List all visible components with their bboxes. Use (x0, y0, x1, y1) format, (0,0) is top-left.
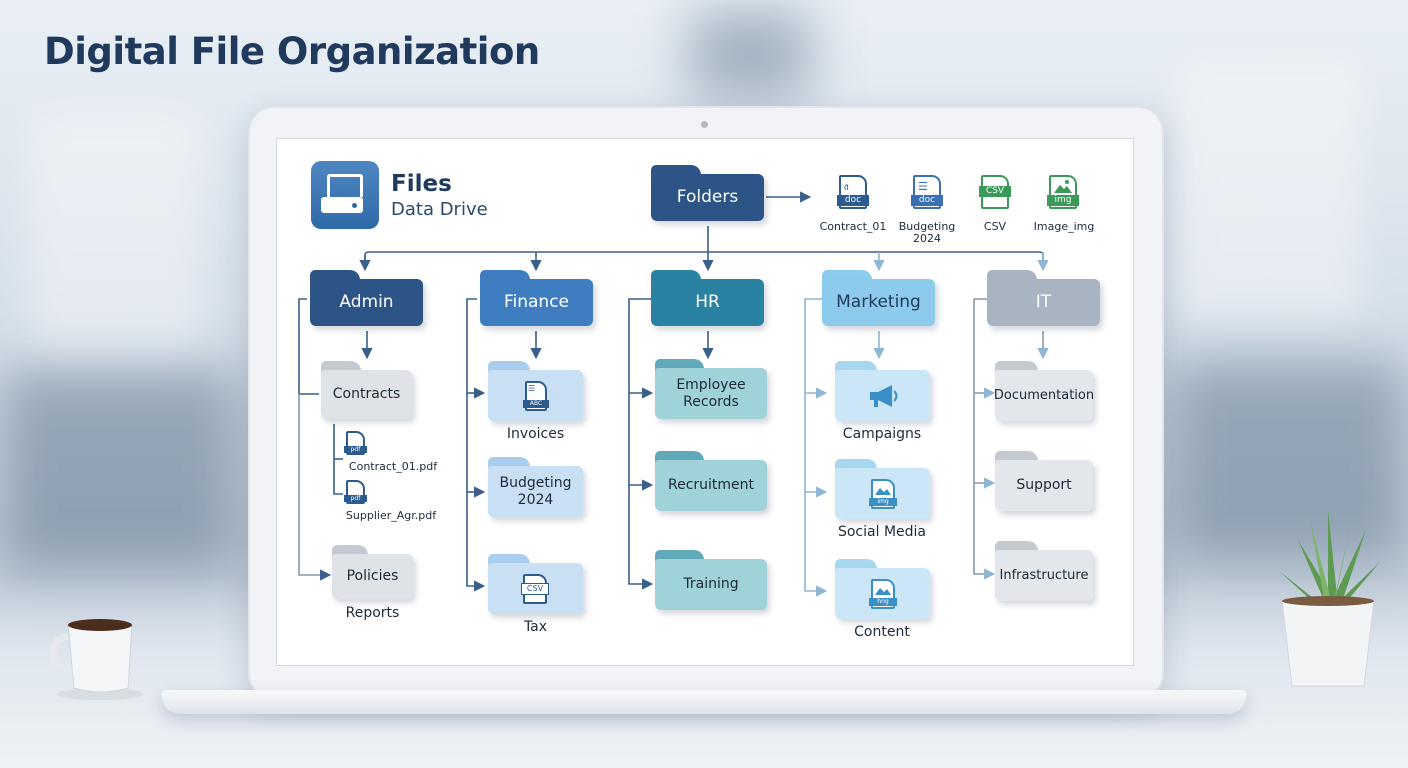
file-supplier-agr[interactable]: Supplier_Agr.pdf (345, 509, 437, 522)
root-file-label: Contract_01 (819, 220, 887, 233)
folder-campaigns[interactable] (835, 361, 930, 421)
page-title: Digital File Organization (44, 30, 540, 73)
folder-finance[interactable]: Finance (480, 270, 593, 326)
laptop-camera (701, 121, 708, 128)
laptop-base (162, 690, 1246, 714)
folder-caption: Invoices (506, 426, 565, 442)
image-file-icon: img (869, 479, 897, 509)
folder-it[interactable]: IT (987, 270, 1100, 326)
document-file-icon: ☰ABC (523, 381, 549, 411)
megaphone-icon (869, 384, 897, 407)
folder-policies[interactable]: Policies (332, 545, 413, 599)
folder-recruitment[interactable]: Recruitment (655, 451, 767, 511)
image-file-icon: hng (869, 579, 897, 609)
folder-contracts[interactable]: Contracts (321, 361, 412, 419)
folder-employee-records[interactable]: Employee Records (655, 359, 767, 419)
csv-file-icon[interactable]: CSV (979, 175, 1011, 209)
folder-infrastructure[interactable]: Infrastructure (995, 541, 1093, 601)
folder-training[interactable]: Training (655, 550, 767, 610)
drive-app-icon (311, 161, 379, 229)
hierarchy-connectors (298, 191, 1049, 597)
root-file-label: Budgeting 2024 (898, 220, 956, 245)
folder-root[interactable]: Folders (651, 165, 764, 221)
app-subtitle: Data Drive (391, 199, 488, 220)
folder-admin[interactable]: Admin (310, 270, 423, 326)
folder-caption: Campaigns (842, 426, 922, 442)
document-file-icon[interactable]: ☰doc (911, 175, 943, 209)
folder-hr[interactable]: HR (651, 270, 764, 326)
potted-plant (1278, 510, 1380, 687)
pdf-file-icon[interactable]: pdf (344, 480, 367, 504)
root-file-label: CSV (983, 220, 1007, 233)
folder-documentation[interactable]: Documentation (994, 361, 1094, 421)
pdf-file-icon[interactable]: pdf (344, 431, 367, 455)
folder-caption: Social Media (837, 524, 926, 540)
image-file-icon[interactable]: img (1047, 175, 1079, 209)
csv-file-icon: CSV (521, 574, 549, 604)
folder-caption: Reports (345, 605, 400, 621)
coffee-mug (49, 619, 142, 700)
folder-root-label: Folders (676, 187, 739, 207)
folder-marketing[interactable]: Marketing (822, 270, 935, 326)
app-title: Files (391, 171, 452, 197)
folder-support[interactable]: Support (995, 451, 1093, 511)
folder-caption: Tax (523, 619, 548, 635)
folder-caption: Content (854, 624, 910, 640)
folder-budgeting-2024[interactable]: Budgeting 2024 (488, 457, 583, 517)
root-file-label: Image_img (1033, 220, 1095, 233)
file-contract-01[interactable]: Contract_01.pdf (348, 460, 438, 473)
